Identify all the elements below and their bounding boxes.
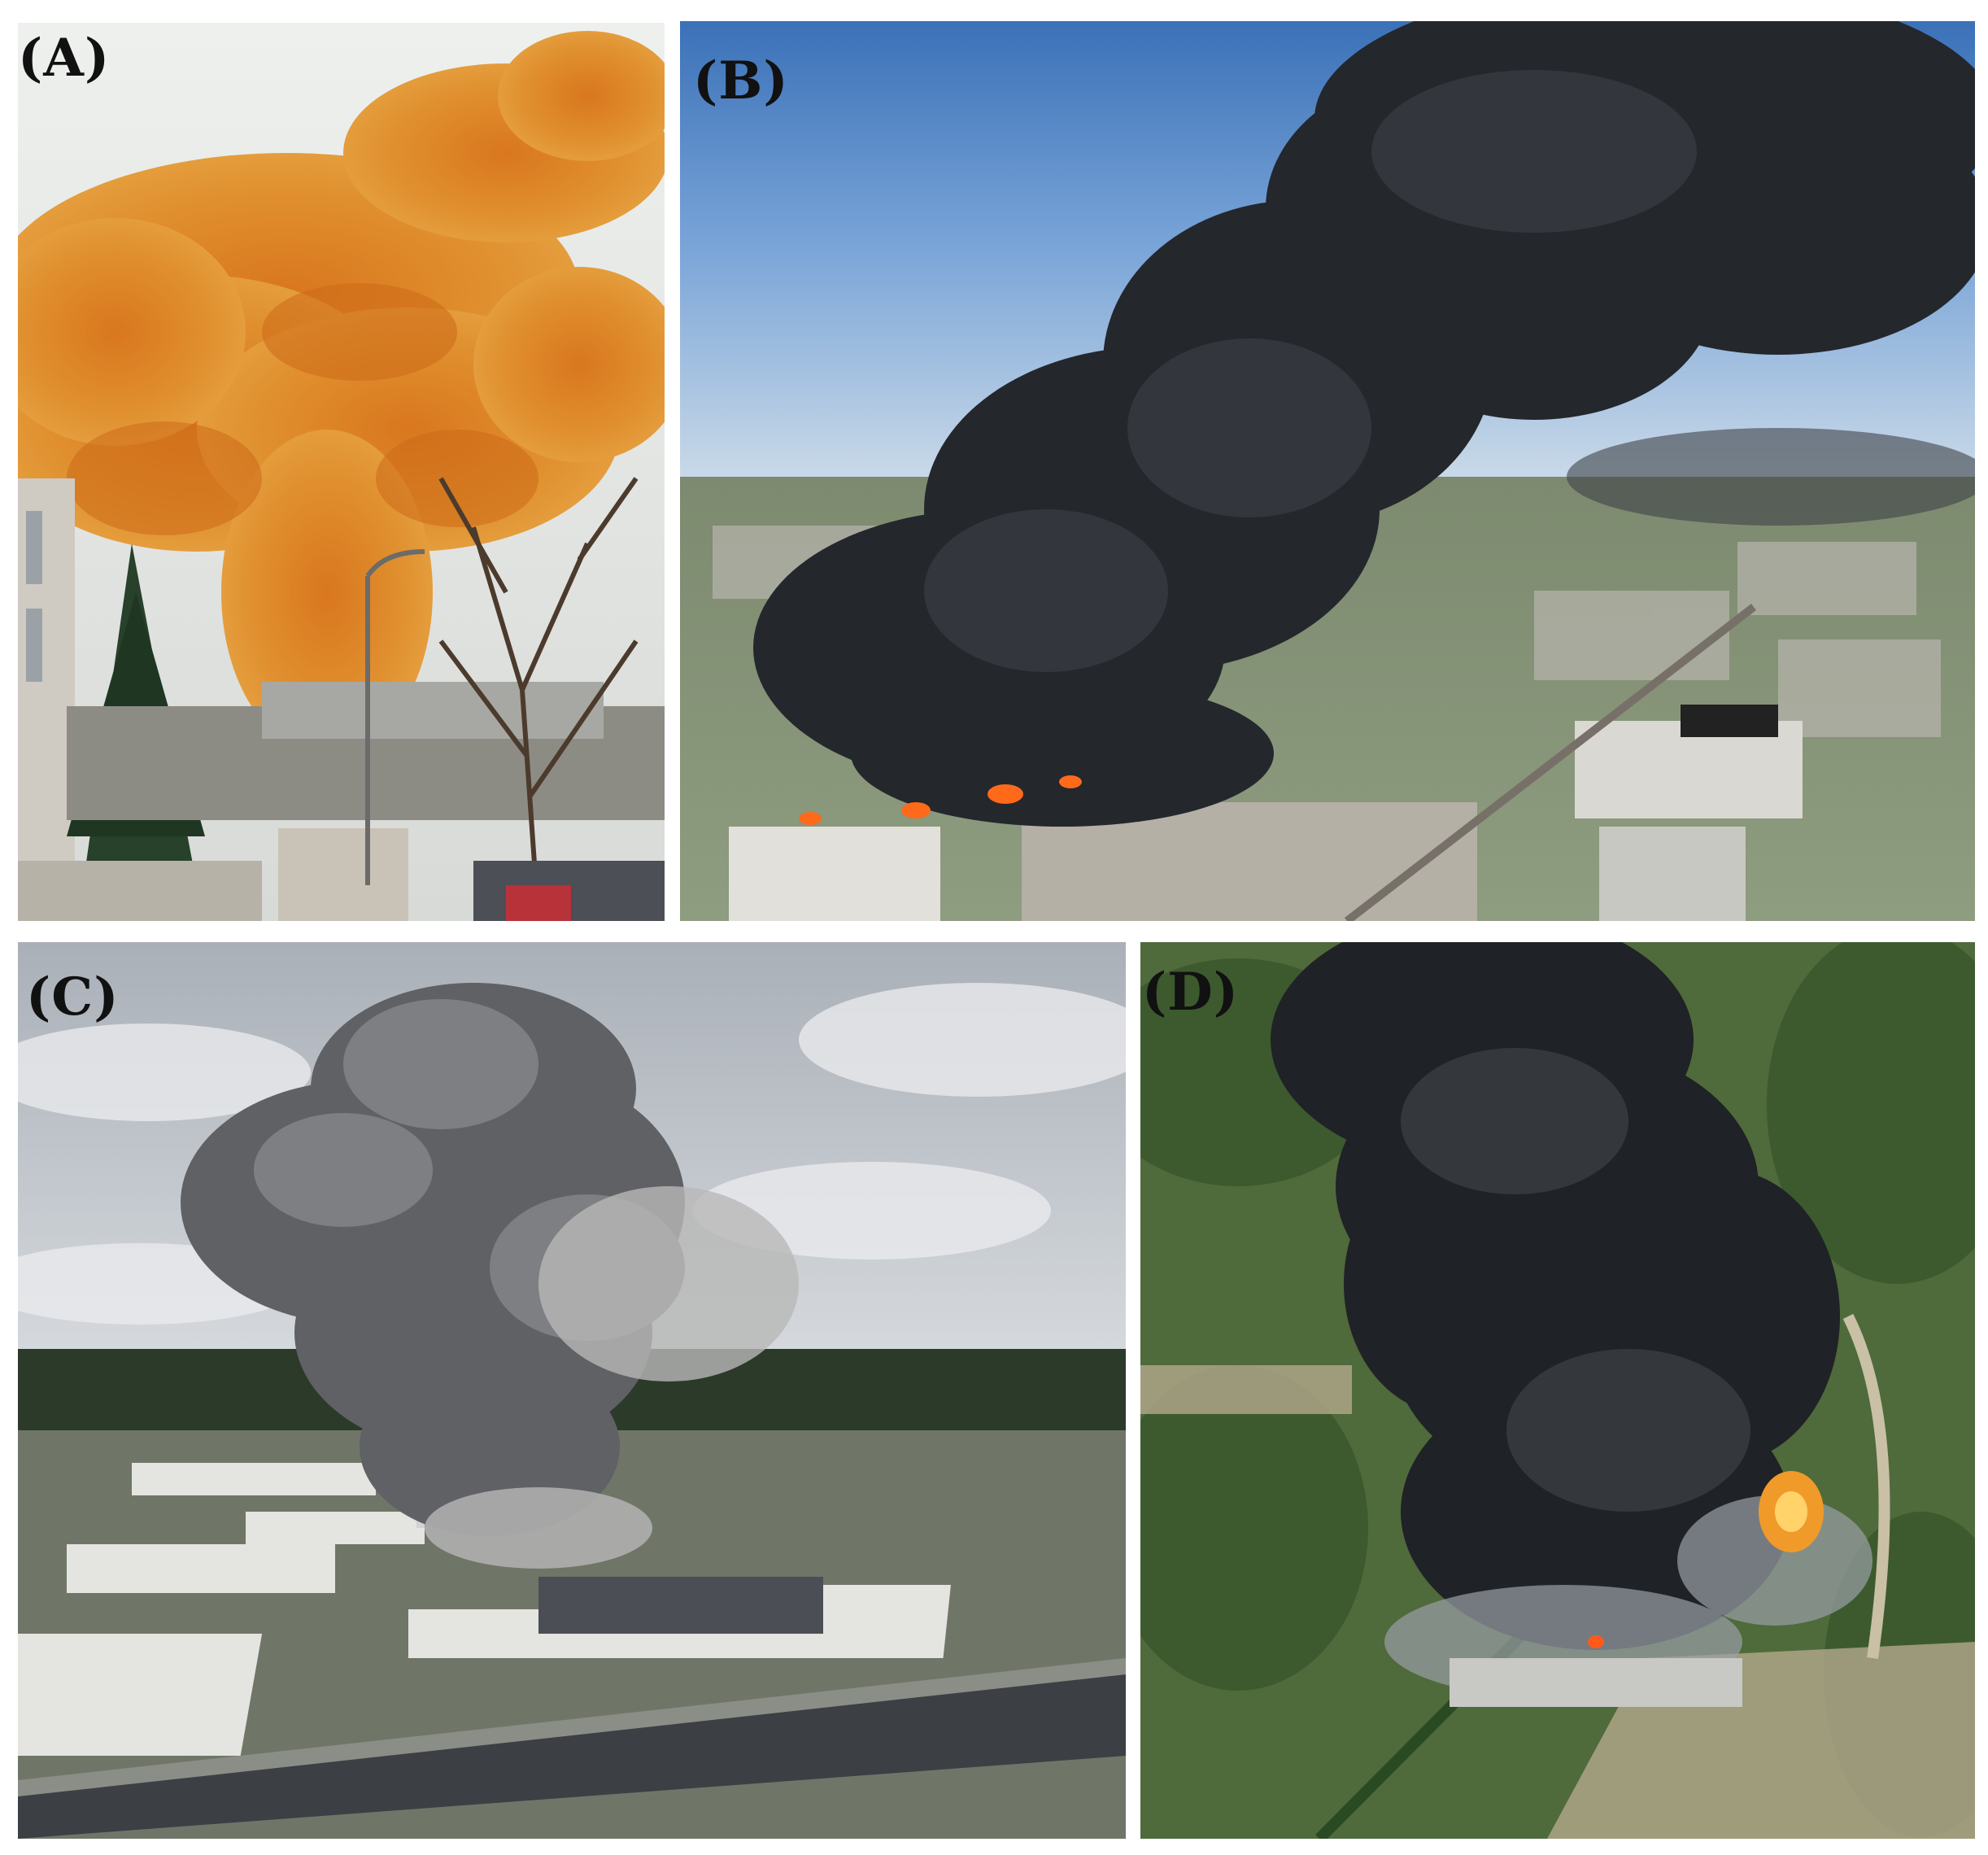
panel-a-photo: (A)	[18, 23, 665, 921]
panel-label-c: (C)	[26, 967, 120, 1028]
panel-label-b: (B)	[693, 50, 789, 111]
panel-c-photo: (C)	[18, 942, 1126, 1839]
panel-label-d: (D)	[1142, 962, 1240, 1023]
panel-d-photo: (D)	[1140, 942, 1975, 1839]
panel-label-a: (A)	[18, 28, 111, 89]
orange-cloud-image	[18, 23, 665, 921]
black-smoke-fireball-image	[1140, 942, 1975, 1839]
black-smoke-town-image	[680, 21, 1975, 921]
panel-b-photo: (B)	[680, 21, 1975, 921]
grey-smoke-warehouse-image	[18, 942, 1126, 1839]
